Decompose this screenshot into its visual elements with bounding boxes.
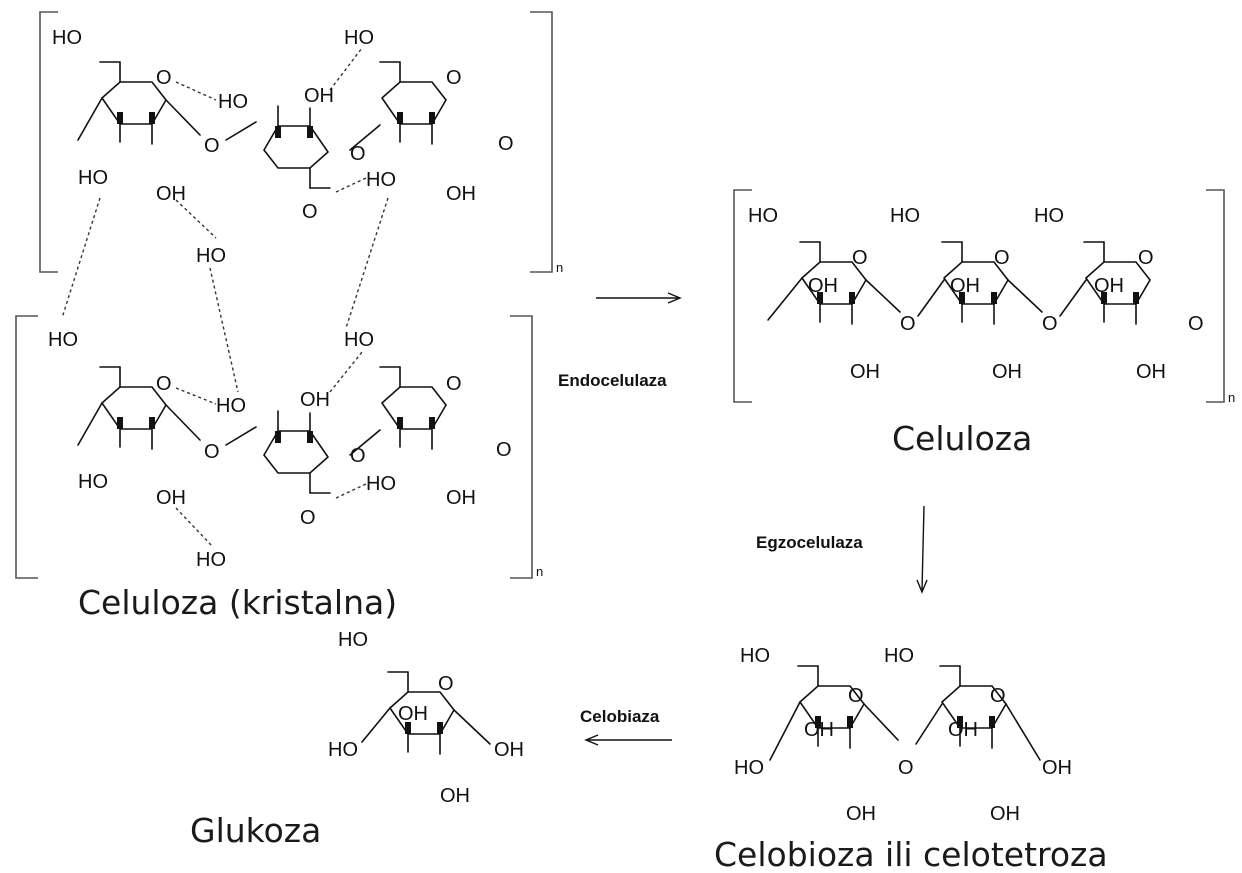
atom-label-ho: HO	[344, 27, 374, 49]
arrow-cellobiase	[584, 734, 672, 746]
atom-label-oh: OH	[440, 785, 470, 807]
atom-label-o: O	[204, 441, 220, 463]
atom-label-oh: OH	[992, 361, 1022, 383]
atom-label-ho: HO	[740, 645, 770, 667]
atom-label-oh: OH	[494, 739, 524, 761]
atom-label-ho: HO	[734, 757, 764, 779]
atom-label-oh: OH	[804, 719, 834, 741]
cellobiose-structure: HO HO O O OH OH HO O OH OH OH	[734, 645, 1072, 825]
atom-label-ho: HO	[216, 395, 246, 417]
atom-label-ho: HO	[328, 739, 358, 761]
atom-label-o: O	[350, 143, 366, 165]
atom-label-oh: OH	[304, 85, 334, 107]
cellulose-structure: HO HO HO O O O OH OH OH O O O OH OH OH n	[733, 189, 1235, 405]
atom-label-ho: HO	[366, 473, 396, 495]
atom-label-o: O	[156, 373, 172, 395]
arrow-exocellulase	[916, 505, 928, 594]
atom-label-ho: HO	[218, 91, 248, 113]
atom-label-o: O	[438, 673, 454, 695]
atom-label-o: O	[498, 133, 514, 155]
atom-label-ho: HO	[890, 205, 920, 227]
enzyme-cellobiase: Celobiaza	[580, 707, 660, 726]
atom-label-o: O	[204, 135, 220, 157]
atom-label-oh: OH	[850, 361, 880, 383]
atom-label-oh: OH	[446, 183, 476, 205]
crystalline-cellulose-structure: HO O HO OH HO O O O O O HO OH HO OH HO n…	[15, 11, 563, 579]
atom-label-ho: HO	[884, 645, 914, 667]
atom-label-oh: OH	[1042, 757, 1072, 779]
atom-label-ho: HO	[196, 549, 226, 571]
atom-label-o: O	[990, 685, 1006, 707]
atom-label-ho: HO	[196, 245, 226, 267]
glucose-structure: HO O OH HO OH OH	[328, 629, 524, 807]
atom-label-oh: OH	[846, 803, 876, 825]
atom-label-oh: OH	[990, 803, 1020, 825]
atom-label-ho: HO	[48, 329, 78, 351]
atom-label-o: O	[1042, 313, 1058, 335]
arrow-endocellulase	[596, 292, 682, 304]
atom-label-oh: OH	[1094, 275, 1124, 297]
repeat-subscript: n	[556, 260, 563, 275]
atom-label-o: O	[898, 757, 914, 779]
atom-label-o: O	[302, 201, 318, 223]
label-glucose: Glukoza	[190, 811, 321, 850]
atom-label-o: O	[848, 685, 864, 707]
label-cellulose: Celuloza	[892, 419, 1032, 458]
atom-label-o: O	[496, 439, 512, 461]
label-crystalline-cellulose: Celuloza (kristalna)	[78, 583, 397, 622]
atom-label-oh: OH	[808, 275, 838, 297]
atom-label-oh: OH	[156, 487, 186, 509]
atom-label-oh: OH	[948, 719, 978, 741]
repeat-subscript: n	[536, 564, 543, 579]
repeat-subscript: n	[1228, 390, 1235, 405]
atom-label-o: O	[446, 373, 462, 395]
atom-label-ho: HO	[366, 169, 396, 191]
atom-label-o: O	[994, 247, 1010, 269]
atom-label-o: O	[350, 445, 366, 467]
atom-label-o: O	[1188, 313, 1204, 335]
atom-label-ho: HO	[748, 205, 778, 227]
atom-label-o: O	[852, 247, 868, 269]
atom-label-oh: OH	[950, 275, 980, 297]
atom-label-oh: OH	[156, 183, 186, 205]
atom-label-o: O	[300, 507, 316, 529]
atom-label-oh: OH	[1136, 361, 1166, 383]
atom-label-oh: OH	[398, 703, 428, 725]
atom-label-o: O	[900, 313, 916, 335]
label-cellobiose: Celobioza ili celotetroza	[714, 835, 1108, 873]
atom-label-ho: HO	[1034, 205, 1064, 227]
enzyme-exocellulase: Egzocelulaza	[756, 533, 863, 552]
atom-label-ho: HO	[338, 629, 368, 651]
enzyme-endocellulase: Endocelulaza	[558, 371, 667, 390]
atom-label-ho: HO	[344, 329, 374, 351]
atom-label-oh: OH	[300, 389, 330, 411]
atom-label-o: O	[446, 67, 462, 89]
atom-label-oh: OH	[446, 487, 476, 509]
atom-label-ho: HO	[78, 471, 108, 493]
atom-label-ho: HO	[78, 167, 108, 189]
atom-label-o: O	[1138, 247, 1154, 269]
atom-label-o: O	[156, 67, 172, 89]
atom-label-ho: HO	[52, 27, 82, 49]
